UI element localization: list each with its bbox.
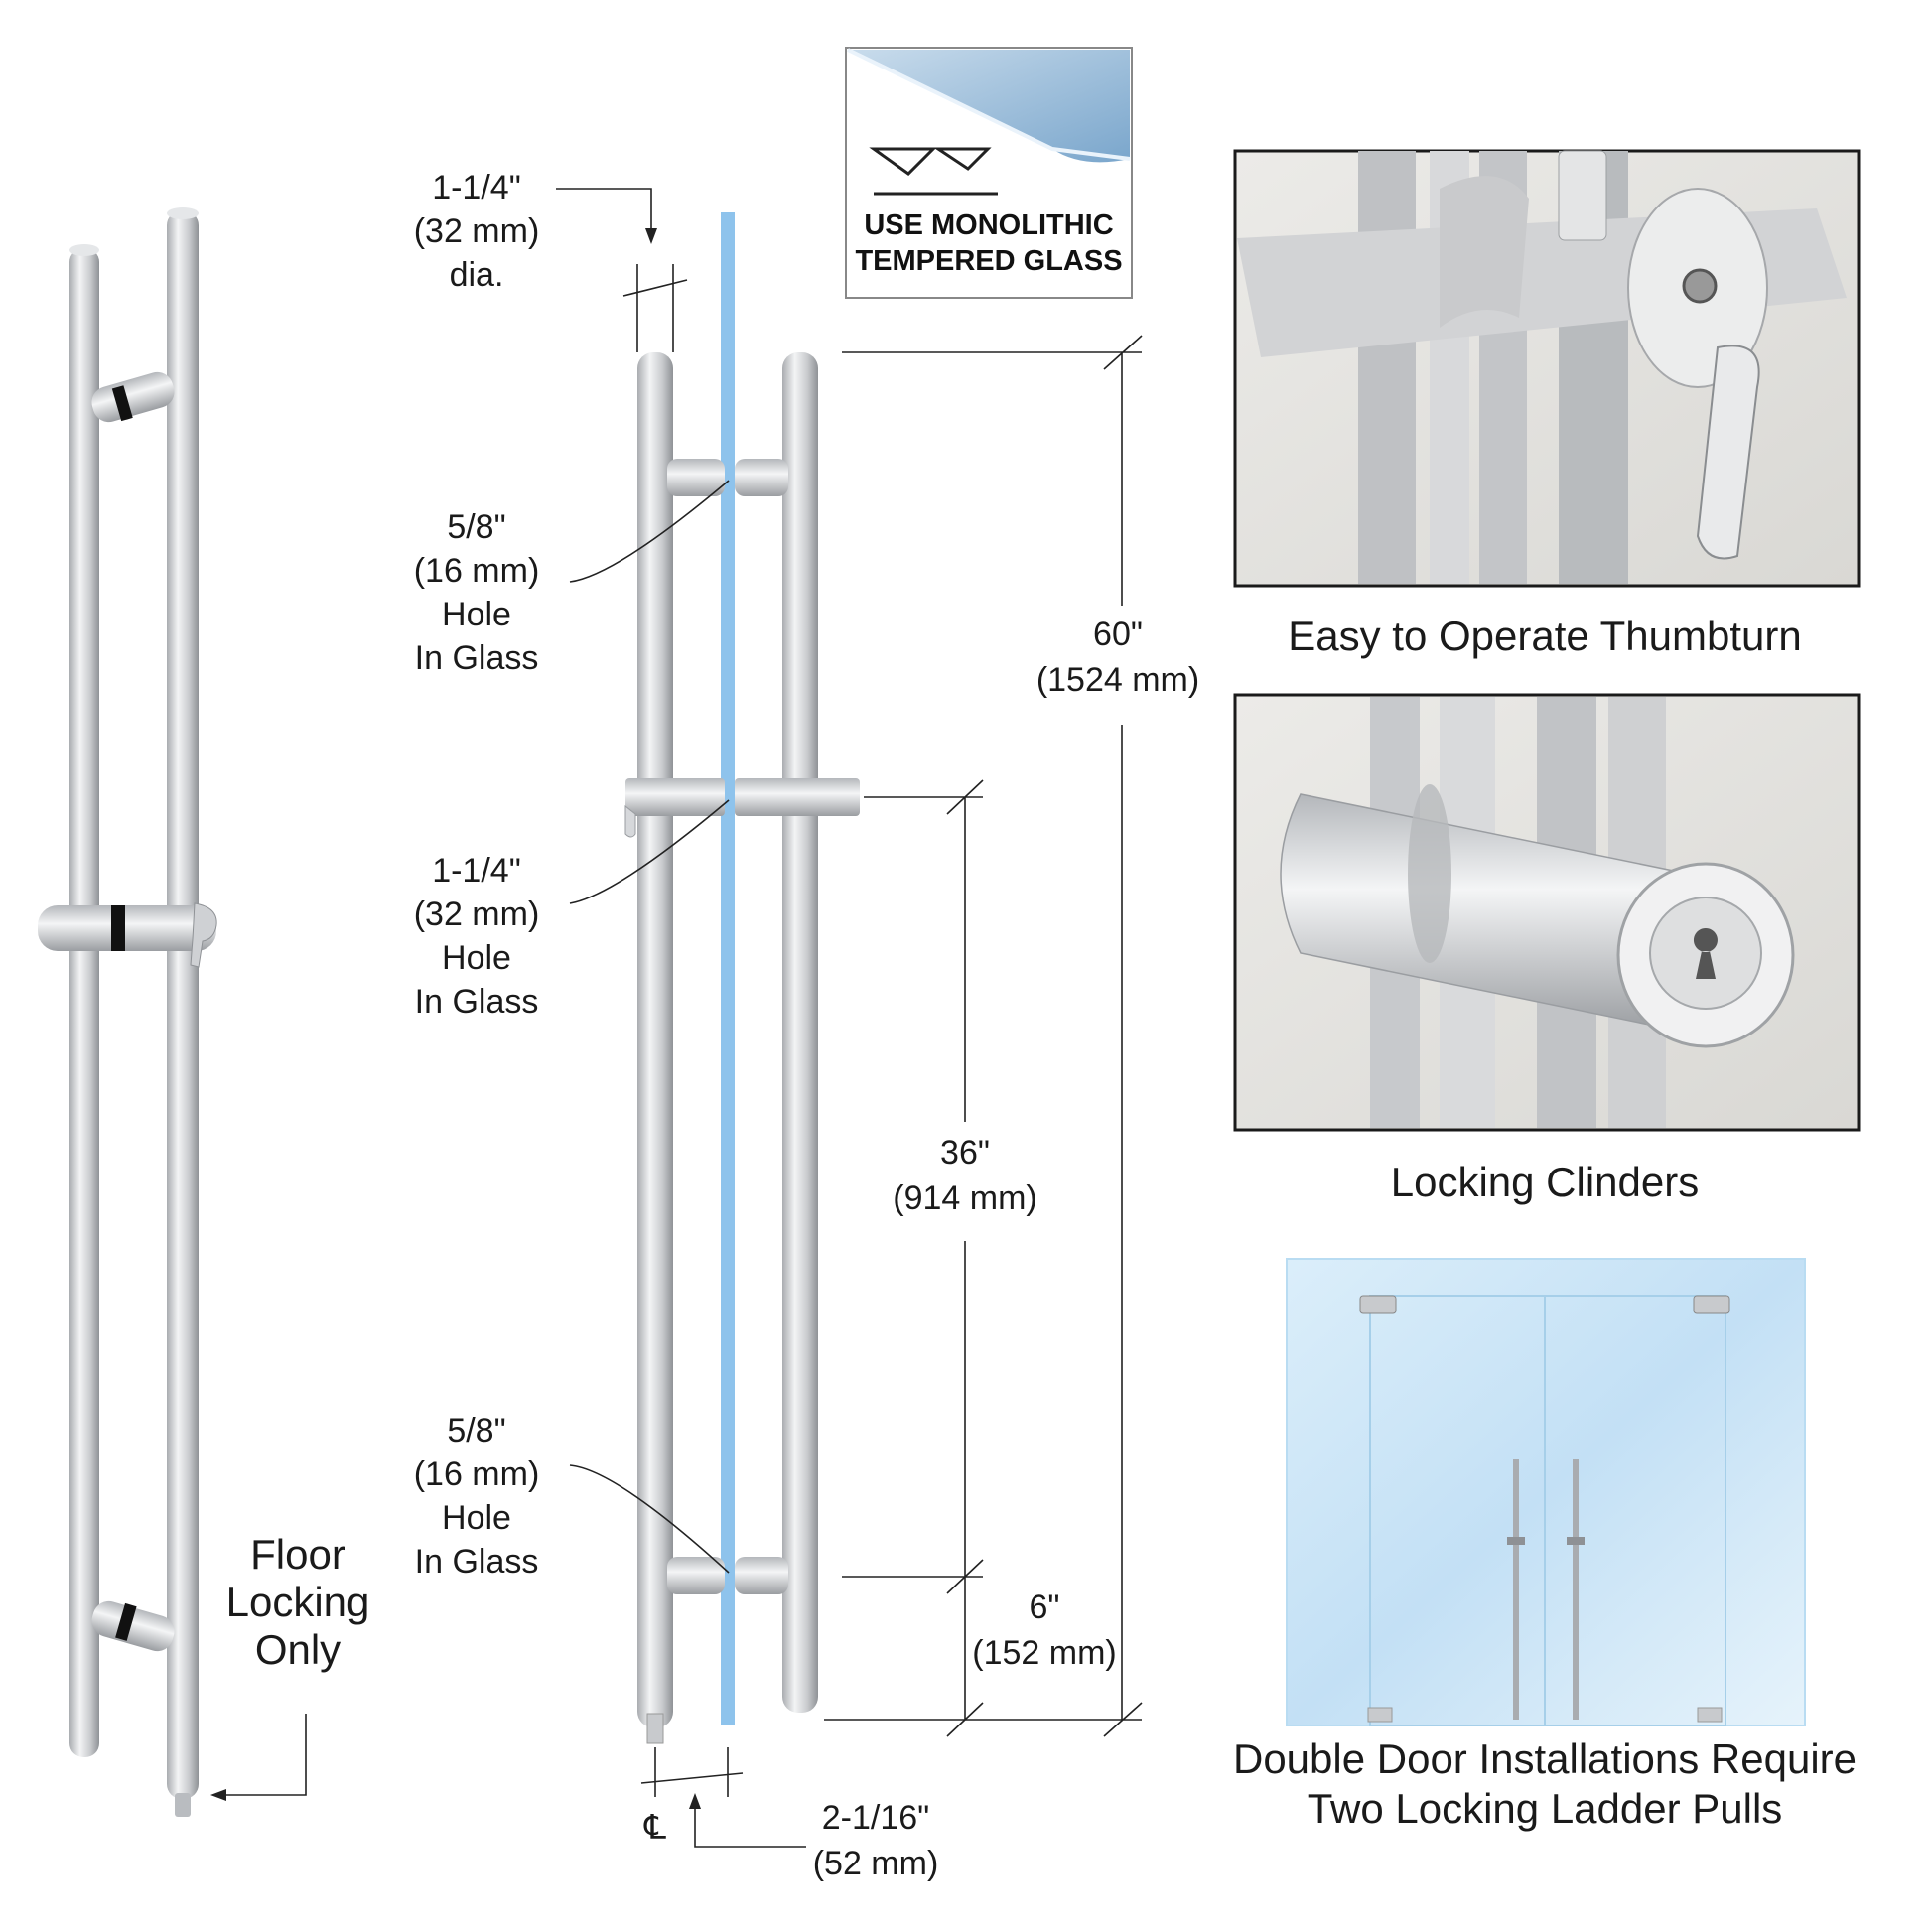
dim-hole-top: 5/8" (16 mm) Hole In Glass [414, 480, 730, 677]
elevation-standoff-top-in [667, 459, 725, 496]
thumbturn-caption: Easy to Operate Thumbturn [1288, 613, 1802, 659]
dim-diameter-line3: dia. [450, 256, 504, 294]
dim-overall-length: 60" (1524 mm) [824, 335, 1211, 1737]
dim-overall-line2: (1524 mm) [1036, 661, 1199, 699]
dim-hole-top-line2: (16 mm) [414, 552, 540, 590]
cylinders-caption: Locking Clinders [1391, 1159, 1700, 1205]
elevation-post-inside [637, 352, 673, 1727]
handle-post-right [167, 210, 199, 1799]
floor-bolt [175, 1793, 191, 1817]
dim-hole-bottom: 5/8" (16 mm) Hole In Glass [414, 1412, 730, 1581]
dim-diameter-line2: (32 mm) [414, 212, 540, 250]
dim-center-line1: 36" [940, 1134, 990, 1172]
dim-hole-bottom-line1: 5/8" [447, 1412, 505, 1449]
locking-cylinders-photo [1233, 693, 1861, 1132]
handle-post-left [69, 248, 99, 1757]
badge-line1: USE MONOLITHIC [864, 209, 1113, 241]
floor-locking-line3: Only [255, 1626, 341, 1673]
elevation-lock-in [625, 778, 725, 816]
keyhole-icon [1693, 928, 1718, 979]
dim-hole-bottom-line3: Hole [442, 1499, 511, 1537]
dim-offset-line1: 2-1/16" [822, 1799, 929, 1837]
badge-line2: TEMPERED GLASS [855, 245, 1122, 277]
glass-panel [721, 212, 735, 1725]
handle-perspective-view [38, 207, 217, 1817]
thumbturn-lever [1696, 345, 1760, 560]
door-panel-right [1544, 1295, 1726, 1726]
handle-standoff-top [91, 371, 175, 423]
elevation-floor-bolt [646, 1713, 664, 1744]
dim-diameter-line1: 1-1/4" [432, 169, 521, 207]
floor-locking-label: Floor Locking Only [210, 1531, 369, 1801]
double-door-caption-line1: Double Door Installations Require [1233, 1735, 1857, 1782]
dim-hole-mid-line2: (32 mm) [414, 896, 540, 933]
dim-hole-mid-line3: Hole [442, 939, 511, 977]
dim-hole-mid-line1: 1-1/4" [432, 852, 521, 890]
dim-bottom-line2: (152 mm) [972, 1634, 1116, 1672]
dim-hole-bottom-line2: (16 mm) [414, 1455, 540, 1493]
elevation-standoff-bot-in [667, 1557, 725, 1594]
dim-hole-top-line3: Hole [442, 596, 511, 633]
elevation-standoff-top-out [735, 459, 788, 496]
dim-glass-offset: ℄ 2-1/16" (52 mm) [640, 1747, 939, 1882]
floor-locking-leader [220, 1714, 307, 1796]
thumbturn-knob [190, 902, 217, 968]
dim-hole-mid-line4: In Glass [415, 983, 539, 1021]
dim-diameter: 1-1/4" (32 mm) dia. [414, 169, 688, 352]
dim-hole-top-line1: 5/8" [447, 508, 505, 546]
centerline-symbol: ℄ [643, 1809, 666, 1847]
dim-hole-bottom-line4: In Glass [415, 1543, 539, 1581]
dim-hole-mid: 1-1/4" (32 mm) Hole In Glass [414, 799, 730, 1021]
elevation-post-outside [782, 352, 818, 1713]
glass-edge-icon [869, 147, 998, 196]
dim-hole-top-line4: In Glass [415, 639, 539, 677]
double-door-caption-line2: Two Locking Ladder Pulls [1308, 1785, 1783, 1832]
tempered-glass-badge: USE MONOLITHIC TEMPERED GLASS [845, 47, 1133, 299]
dim-overall-line1: 60" [1093, 616, 1143, 653]
handle-lock-body [38, 905, 216, 951]
dim-center-spacing: 36" (914 mm) [842, 779, 1056, 1737]
dim-offset-line2: (52 mm) [813, 1845, 939, 1882]
elevation-standoff-bot-out [735, 1557, 788, 1594]
double-door-illustration [1286, 1258, 1806, 1726]
ladder-pull-right [1573, 1459, 1579, 1720]
handle-standoff-bottom [91, 1600, 175, 1652]
elevation-lock-out [735, 778, 860, 816]
handle-elevation-view [624, 212, 860, 1744]
floor-locking-line1: Floor [250, 1531, 345, 1578]
floor-locking-line2: Locking [226, 1579, 370, 1625]
dim-bottom-offset: 6" (152 mm) [972, 1588, 1116, 1672]
dim-bottom-line1: 6" [1030, 1588, 1060, 1626]
dim-center-line2: (914 mm) [893, 1179, 1036, 1217]
thumbturn-photo [1233, 149, 1861, 588]
cylinder-body [1280, 793, 1689, 1034]
ladder-pull-left [1513, 1459, 1519, 1720]
